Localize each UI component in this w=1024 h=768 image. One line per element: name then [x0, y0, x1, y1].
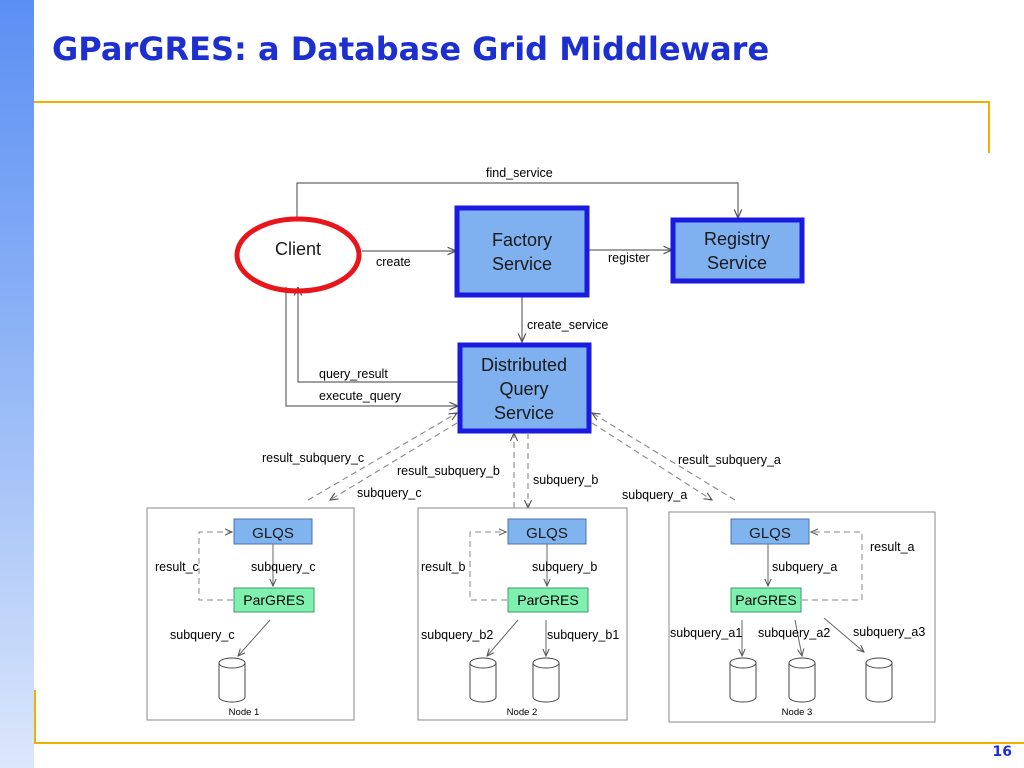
find-service-edge: [296, 182, 738, 245]
subquery-b-label: subquery_b: [533, 473, 598, 487]
node-1-pargres-box: [233, 587, 315, 613]
node-3-subquery-label: subquery_a: [772, 560, 837, 574]
svg-text:ParGRES: ParGRES: [243, 592, 304, 608]
node-3-database-icon-3: [865, 657, 893, 703]
svg-text:GLQS: GLQS: [526, 525, 568, 542]
result-subquery-c-edge: [307, 413, 457, 501]
svg-text:Service: Service: [494, 403, 554, 423]
node-3-name: Node 3: [782, 707, 813, 718]
slide-title: GParGRES: a Database Grid Middleware: [52, 30, 770, 68]
factory-service-box: Factory Service: [454, 205, 590, 298]
node-2-pargres-box: [507, 587, 589, 613]
node-3-db-label-2: subquery_a2: [758, 626, 830, 640]
node-3-pargres-box: [730, 587, 802, 613]
svg-text:Distributed: Distributed: [481, 355, 567, 375]
node-2-database-icon-2: [532, 657, 560, 703]
find-service-label: find_service: [486, 166, 553, 180]
query-result-edge: [298, 287, 458, 383]
svg-text:GLQS: GLQS: [252, 525, 294, 542]
footer-rule: [34, 742, 1024, 744]
node-3-result-label: result_a: [870, 540, 915, 554]
left-accent-bar: [0, 0, 34, 768]
svg-text:ParGRES: ParGRES: [735, 592, 796, 608]
registry-service-box: Registry Service: [670, 217, 805, 284]
svg-text:Service: Service: [492, 254, 552, 274]
distributed-query-service-box: Distributed Query Service: [457, 342, 592, 434]
result-subquery-b-label: result_subquery_b: [397, 464, 500, 478]
footer-rule-tick: [34, 690, 36, 744]
subquery-c-edge: [330, 422, 458, 500]
node-1-db-label-1: subquery_c: [170, 628, 235, 642]
node-2-glqs-box: [507, 518, 587, 545]
svg-text:ParGRES: ParGRES: [517, 592, 578, 608]
svg-text:Registry: Registry: [704, 229, 770, 249]
node-2-db-label-2: subquery_b1: [547, 628, 619, 642]
node-3-db-label-1: subquery_a1: [670, 626, 742, 640]
query-result-label: query_result: [319, 367, 388, 381]
subquery-c-label: subquery_c: [357, 486, 422, 500]
node-3-database-icon-1: [729, 657, 757, 703]
node-3-glqs-box: [730, 518, 810, 545]
client-node: Client: [234, 216, 362, 294]
create-service-label: create_service: [527, 318, 608, 332]
title-underline-tick: [988, 101, 990, 153]
node-1-result-label: result_c: [155, 560, 199, 574]
node-1-name: Node 1: [229, 707, 260, 718]
result-subquery-a-edge: [592, 413, 736, 501]
svg-text:GLQS: GLQS: [749, 525, 791, 542]
node-1-database-icon: [218, 657, 246, 703]
result-subquery-c-label: result_subquery_c: [262, 451, 364, 465]
node-1-panel: GLQS ParGRES result_c subquery_c subquer…: [146, 507, 355, 721]
execute-query-edge: [285, 287, 458, 406]
register-label: register: [608, 251, 650, 265]
node-3-panel: GLQS ParGRES result_a subquery_a subquer…: [668, 511, 936, 723]
client-highlight-ring: [234, 216, 362, 294]
svg-text:Service: Service: [707, 253, 767, 273]
title-underline: [34, 101, 990, 103]
node-3-database-icon-2: [788, 657, 816, 703]
subquery-a-edge: [591, 422, 712, 500]
node-2-panel: GLQS ParGRES result_b subquery_b subquer…: [417, 507, 628, 721]
node-2-result-label: result_b: [421, 560, 466, 574]
node-2-subquery-label: subquery_b: [532, 560, 597, 574]
svg-text:Query: Query: [499, 379, 548, 399]
node-3-db-label-3: subquery_a3: [853, 625, 925, 639]
svg-text:Factory: Factory: [492, 230, 552, 250]
node-2-database-icon-1: [469, 657, 497, 703]
execute-query-label: execute_query: [319, 389, 402, 403]
node-2-name: Node 2: [507, 707, 538, 718]
node-1-subquery-label: subquery_c: [251, 560, 316, 574]
svg-text:Client: Client: [275, 239, 321, 259]
create-label: create: [376, 255, 411, 269]
subquery-a-label: subquery_a: [622, 488, 687, 502]
result-subquery-a-label: result_subquery_a: [678, 453, 781, 467]
page-number: 16: [992, 744, 1012, 760]
node-2-db-label-1: subquery_b2: [421, 628, 493, 642]
